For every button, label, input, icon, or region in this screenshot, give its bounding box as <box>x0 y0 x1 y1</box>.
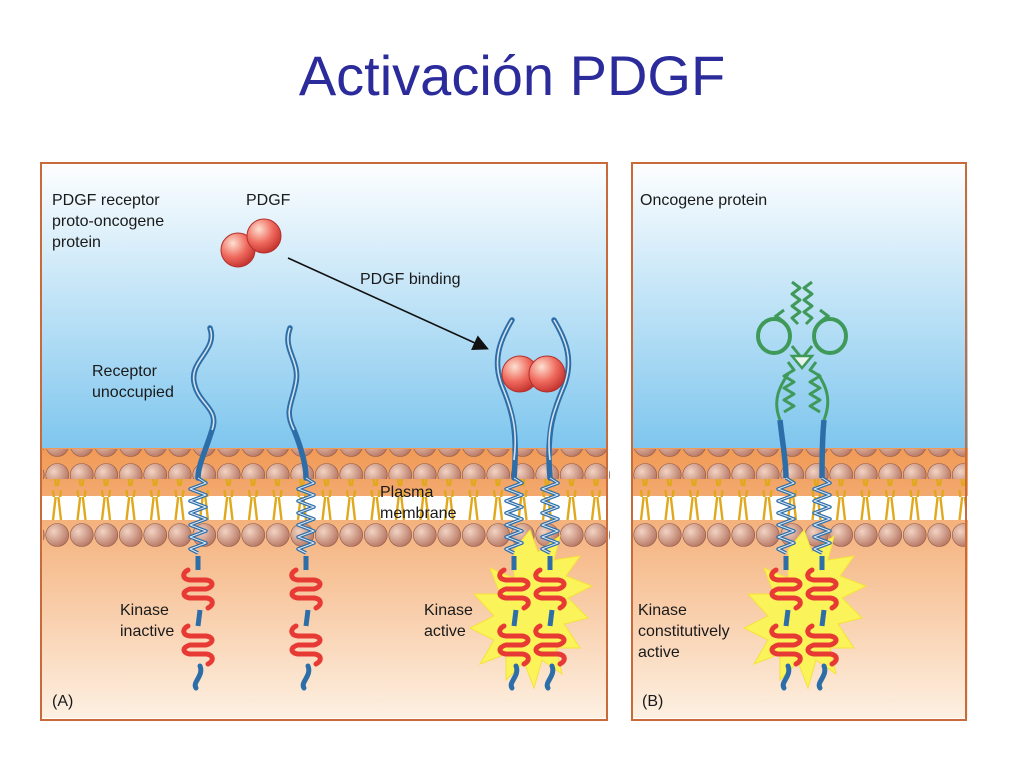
receptor-title-label: PDGF receptor proto-oncogene protein <box>52 192 169 251</box>
receptor-unoccupied-1 <box>184 325 217 691</box>
panel-a: PDGF receptor proto-oncogene protein PDG… <box>40 160 610 721</box>
panel-a-border <box>40 162 608 721</box>
binding-arrow <box>287 257 489 350</box>
pdgf-binding-label: PDGF binding <box>360 271 461 288</box>
receptor-unoccupied-2 <box>285 325 320 691</box>
kinase-active-label: Kinase active <box>424 602 477 640</box>
pdgf-label: PDGF <box>246 192 291 209</box>
panel-a-label: (A) <box>52 693 73 710</box>
plasma-membrane <box>43 449 610 547</box>
panel-b-label: (B) <box>642 693 663 710</box>
pdgf-ligand <box>220 218 282 268</box>
oncogene-protein-label: Oncogene protein <box>640 192 767 209</box>
kinase-inactive-label: Kinase inactive <box>120 602 174 640</box>
extracellular-space <box>40 160 607 448</box>
plasma-membrane-label: Plasma membrane <box>380 484 457 522</box>
receptor-state-label: Receptor unoccupied <box>92 363 174 401</box>
slide-title: Activación PDGF <box>298 44 726 107</box>
extracellular-space-b <box>632 160 968 448</box>
panel-b: Oncogene protein Kinase constitutively a… <box>631 160 968 721</box>
panel-b-border <box>631 162 967 721</box>
pdgf-bound <box>501 355 566 393</box>
plasma-membrane-b <box>633 449 966 547</box>
oncogene-protein <box>756 280 848 691</box>
receptor-dimer-active <box>494 317 572 691</box>
kinase-constitutive-label: Kinase constitutively active <box>638 602 734 661</box>
pdgf-activation-figure: PDGF receptor proto-oncogene protein PDG… <box>40 160 970 726</box>
